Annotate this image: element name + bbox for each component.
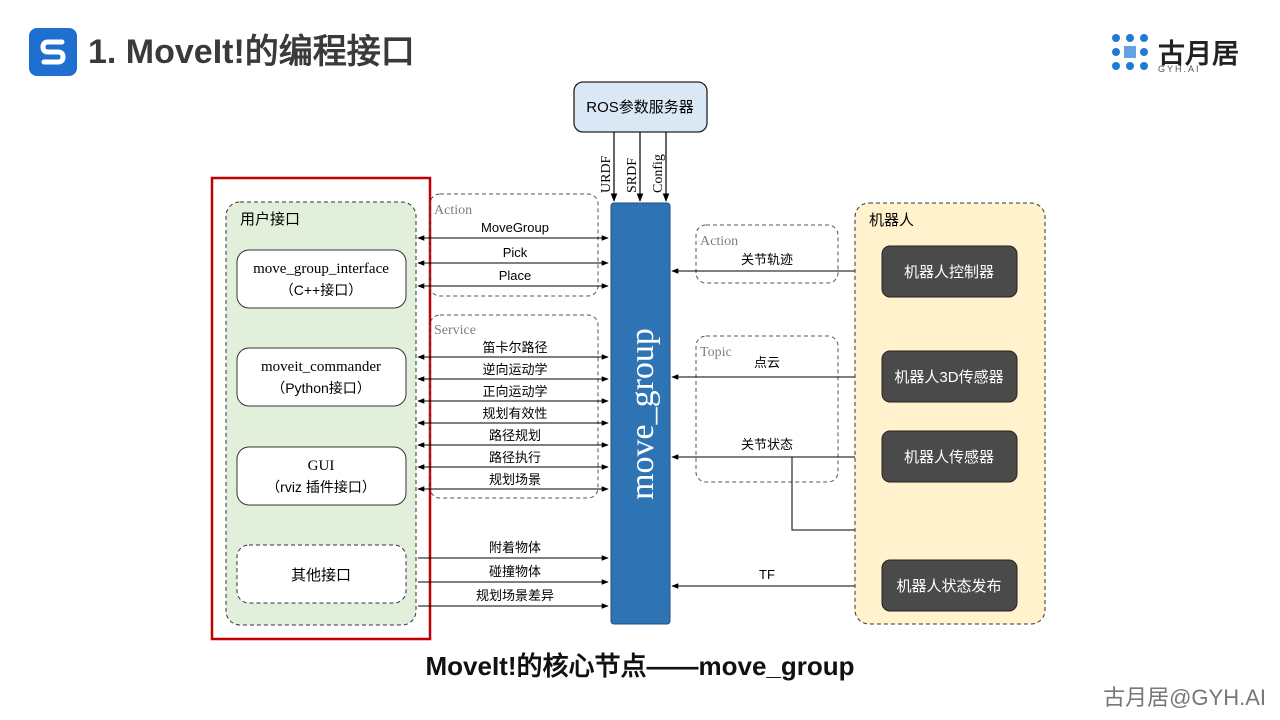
- move-group-core-label: move_group: [624, 328, 661, 500]
- action-group-label: Action: [434, 203, 472, 218]
- robot-sensor3d-label: 机器人3D传感器: [894, 369, 1003, 386]
- ui-item-python: [236, 347, 407, 407]
- brand-logo-icon: [1110, 30, 1250, 76]
- service-item-3-label: 规划有效性: [482, 406, 547, 421]
- service-group-label: Service: [434, 323, 476, 338]
- robot-panel: [854, 202, 1046, 625]
- param-label-config: Config: [651, 154, 666, 193]
- brand-name: 古月居: [1158, 39, 1239, 69]
- ui-item-gui: [236, 446, 407, 506]
- diagram-caption: MoveIt!的核心节点——move_group: [425, 651, 855, 681]
- ui-item-other: [236, 544, 407, 604]
- ui-item-gui-line2: （rviz 插件接口）: [266, 479, 376, 495]
- ui-item-cpp-line2: （C++接口）: [280, 282, 362, 298]
- ui-item-gui-line1: GUI: [308, 458, 335, 474]
- robot-sensor-label: 机器人传感器: [904, 449, 994, 466]
- ros-param-server-label: ROS参数服务器: [586, 99, 694, 116]
- service-item-2-label: 正向运动学: [482, 384, 547, 399]
- page-title: 1. MoveIt!的编程接口: [88, 33, 415, 71]
- user-interface-title: 用户接口: [240, 211, 300, 228]
- brand-sub: GYH.AI: [1158, 64, 1201, 74]
- highlight-border: [210, 176, 432, 641]
- robot-state-publisher-box: [881, 559, 1018, 612]
- ui-item-other-label: 其他接口: [291, 567, 351, 584]
- robot-panel-title: 机器人: [869, 212, 914, 229]
- right-topic-box: [695, 335, 839, 483]
- right-action-label: Action: [700, 234, 738, 249]
- action-item-0-label: MoveGroup: [481, 220, 549, 235]
- robot-controller-box: [881, 245, 1018, 298]
- topic-item-pointcloud: 点云: [754, 355, 780, 370]
- app-logo-icon: [29, 28, 77, 76]
- service-group-box: [429, 314, 599, 499]
- right-action-box: [695, 224, 839, 284]
- action-item-1-label: Pick: [503, 245, 528, 260]
- action-item-2-label: Place: [499, 268, 532, 283]
- tf-label: TF: [759, 567, 775, 582]
- param-label-urdf: URDF: [599, 155, 614, 193]
- right-action-item: 关节轨迹: [741, 252, 793, 267]
- other-item-0-label: 附着物体: [489, 540, 541, 555]
- service-item-1-label: 逆向运动学: [482, 362, 547, 377]
- service-item-6-label: 规划场景: [489, 472, 541, 487]
- move-group-core: [610, 202, 671, 625]
- ui-item-cpp-line1: move_group_interface: [253, 261, 389, 277]
- right-topic-label: Topic: [700, 345, 732, 360]
- ui-item-python-line1: moveit_commander: [261, 359, 381, 375]
- service-item-5-label: 路径执行: [489, 450, 541, 465]
- other-item-2-label: 规划场景差异: [476, 588, 554, 603]
- param-label-srdf: SRDF: [625, 158, 640, 193]
- robot-sensor-box: [881, 430, 1018, 483]
- service-item-4-label: 路径规划: [489, 428, 541, 443]
- watermark: 古月居@GYH.AI: [1103, 685, 1266, 710]
- ui-item-cpp: [236, 249, 407, 309]
- service-item-0-label: 笛卡尔路径: [482, 340, 547, 355]
- action-group-box: [429, 193, 599, 297]
- robot-state-publisher-label: 机器人状态发布: [896, 578, 1001, 595]
- other-item-1-label: 碰撞物体: [489, 564, 541, 579]
- robot-controller-label: 机器人控制器: [904, 264, 994, 281]
- topic-item-joint-state: 关节状态: [741, 437, 793, 452]
- ui-item-python-line2: （Python接口）: [271, 380, 371, 396]
- robot-sensor3d-box: [881, 350, 1018, 403]
